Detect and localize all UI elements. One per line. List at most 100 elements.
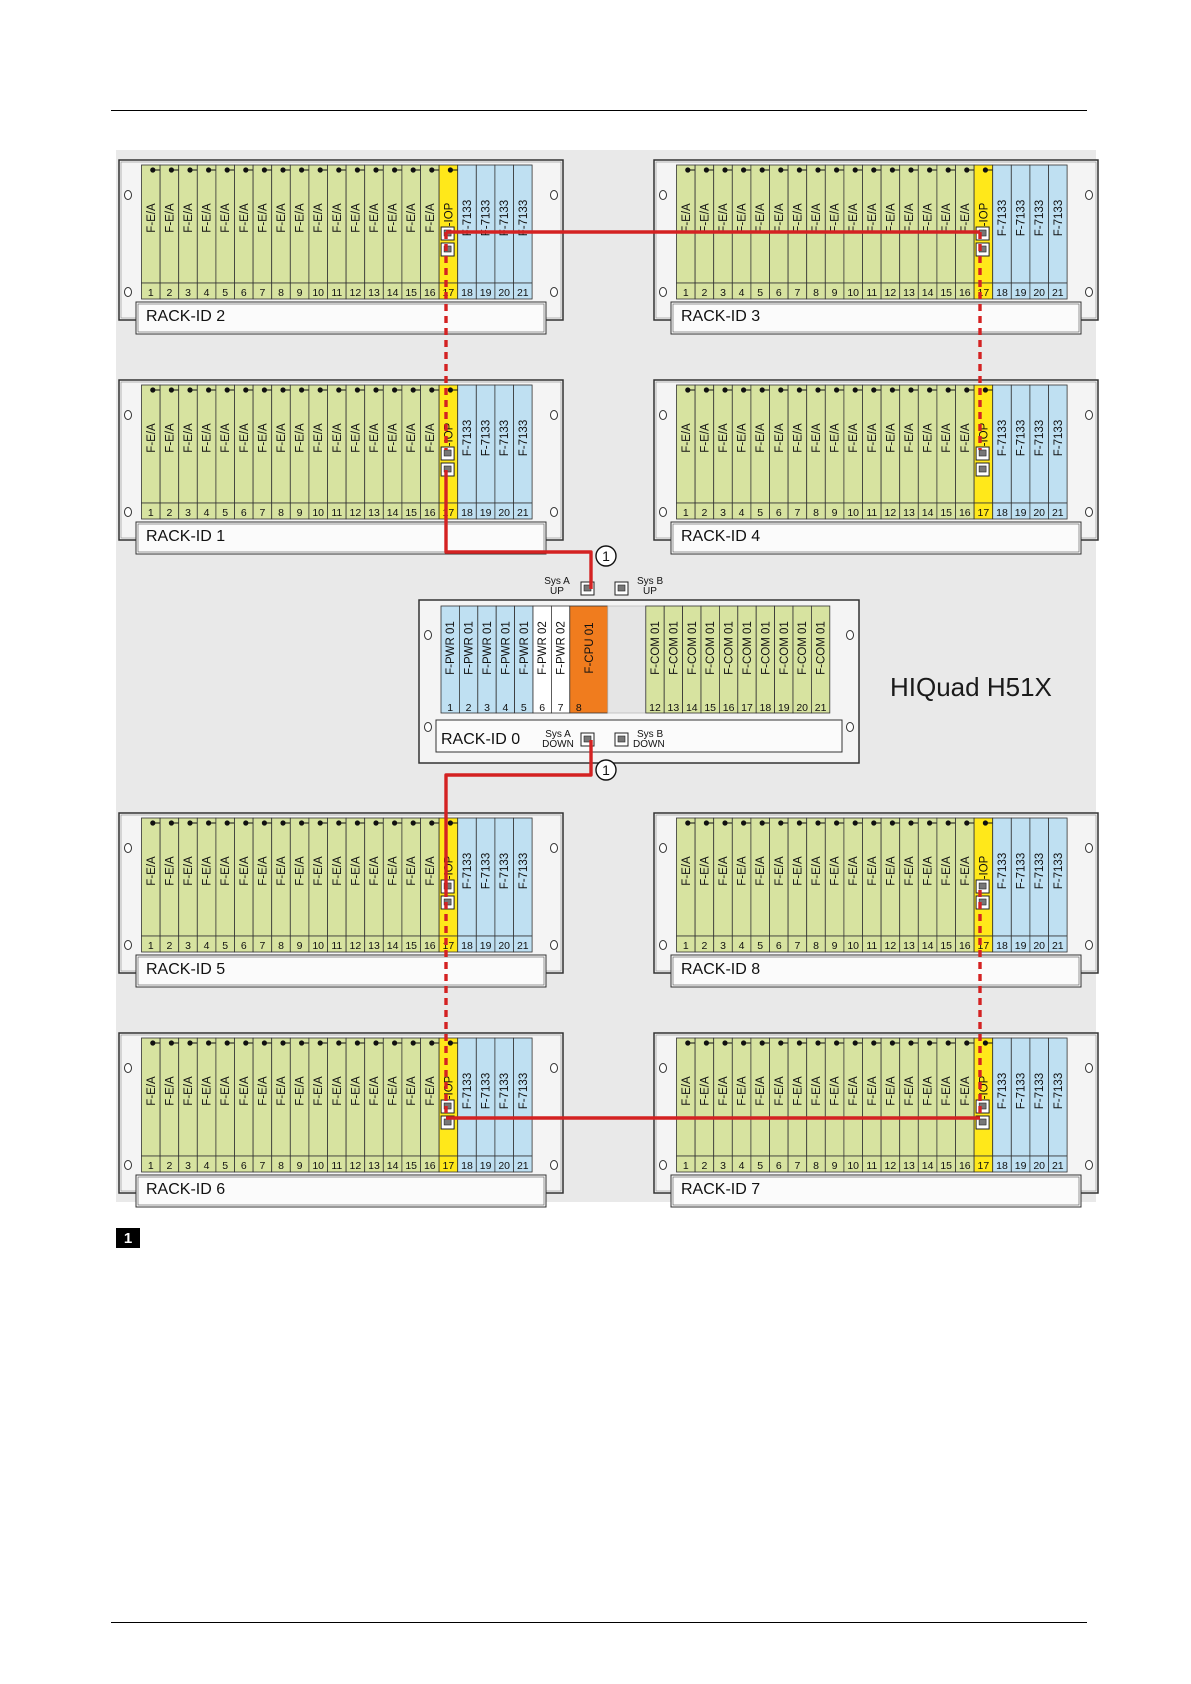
slot-number: 6 [539, 702, 545, 714]
slot-number: 2 [701, 1160, 707, 1172]
rack-id-label: RACK-ID 7 [681, 1181, 760, 1198]
mount-hole [659, 190, 667, 200]
led-dot [964, 167, 970, 173]
io-label: F-E/A [425, 856, 437, 886]
slot-number: 16 [424, 1160, 436, 1172]
com-label: F-COM 01 [724, 621, 736, 675]
io-label: F-E/A [811, 856, 823, 886]
mount-hole [124, 940, 132, 950]
led-dot [373, 387, 379, 393]
slot-number: 20 [498, 507, 510, 519]
led-dot [206, 1040, 212, 1046]
slot-number: 10 [312, 507, 324, 519]
slot-16: F-E/A16 [420, 384, 442, 520]
rack-id-label: RACK-ID 4 [681, 528, 760, 545]
slot-number: 17 [443, 507, 455, 519]
com-label: F-COM 01 [705, 621, 717, 675]
io-label: F-E/A [202, 856, 214, 886]
slot-10: F-E/A10 [308, 164, 330, 300]
led-dot [336, 820, 342, 826]
io-label: F-E/A [388, 1076, 400, 1106]
io-label: F-E/A [681, 203, 693, 233]
io-label: F-E/A [848, 1076, 860, 1106]
io-label: F-E/A [295, 856, 307, 886]
slot-7: F-E/A7 [252, 384, 274, 520]
slot-number: 12 [350, 940, 362, 952]
io-label: F-E/A [755, 1076, 767, 1106]
mount-hole [550, 843, 558, 853]
io-label: F-E/A [681, 856, 693, 886]
com-label: F-COM 01 [816, 621, 828, 675]
slot-number: 19 [480, 1160, 492, 1172]
slot-2: F-E/A2 [159, 817, 181, 953]
slot-6: F-E/A6 [769, 164, 791, 300]
slot-number: 7 [794, 940, 800, 952]
slot-number: 12 [885, 287, 897, 299]
led-dot [685, 1040, 691, 1046]
slot-11: F-E/A11 [327, 384, 349, 520]
io-label: F-E/A [811, 203, 823, 233]
pwr-label: F-PWR 01 [519, 621, 531, 675]
slot-12: F-E/A12 [880, 1037, 902, 1173]
led-dot [429, 1040, 435, 1046]
rack-id-label: RACK-ID 6 [146, 1181, 225, 1198]
slot-number: 15 [940, 507, 952, 519]
led-dot [373, 1040, 379, 1046]
slot-2: F-E/A2 [159, 1037, 181, 1173]
io-label: F-E/A [332, 203, 344, 233]
led-dot [703, 387, 710, 393]
io-label: F-E/A [332, 1076, 344, 1106]
led-dot [945, 167, 951, 173]
com-label: F-COM 01 [742, 621, 754, 675]
io-label: F-E/A [388, 203, 400, 233]
rack-id-label: RACK-ID 8 [681, 961, 760, 978]
led-dot [206, 387, 212, 393]
slot-number: 20 [1033, 1160, 1045, 1172]
slot-number: 18 [461, 287, 473, 299]
led-dot [280, 1040, 286, 1046]
sys-b-down-port-icon [614, 732, 629, 747]
slot-number: 4 [204, 507, 210, 519]
io-label: F-E/A [848, 423, 860, 453]
io-label: F-E/A [885, 203, 897, 233]
iop-port-upper-icon [975, 446, 990, 461]
slot-number: 2 [701, 287, 707, 299]
led-dot [392, 820, 398, 826]
slot-number: 17 [443, 287, 455, 299]
slot-12: F-E/A12 [345, 1037, 367, 1173]
io-label: F-E/A [792, 203, 804, 233]
led-dot [429, 820, 435, 826]
led-dot [280, 387, 286, 393]
led-dot [778, 387, 784, 393]
com-module [811, 605, 831, 714]
io-label: F-E/A [202, 423, 214, 453]
led-dot [741, 387, 747, 393]
led-dot [168, 820, 174, 826]
io-label: F-E/A [388, 856, 400, 886]
mount-hole [659, 1160, 667, 1170]
slot-3: F-E/A3 [178, 817, 200, 953]
cpu-label: F-CPU 01 [584, 622, 596, 673]
slot-8: F-E/A8 [271, 164, 293, 300]
led-dot [168, 387, 174, 393]
led-dot [889, 387, 896, 393]
led-dot [447, 820, 453, 826]
slot-number: 4 [502, 702, 508, 714]
io-label: F-E/A [146, 1076, 158, 1106]
io-label: F-E/A [737, 1076, 749, 1106]
slot-11: F-E/A11 [862, 384, 884, 520]
racks-layer: F-E/A1F-E/A2F-E/A3F-E/A4F-E/A5F-E/A6F-E/… [118, 159, 1099, 1208]
led-dot [317, 167, 323, 173]
io-label: F-E/A [867, 1076, 879, 1106]
io-label: F-E/A [220, 1076, 232, 1106]
slot-number: 20 [1033, 940, 1045, 952]
led-dot [685, 387, 691, 393]
sys-b-up-port-icon-jack [617, 584, 626, 592]
label-strip-inner [137, 1176, 545, 1206]
slot-number: 15 [405, 1160, 417, 1172]
